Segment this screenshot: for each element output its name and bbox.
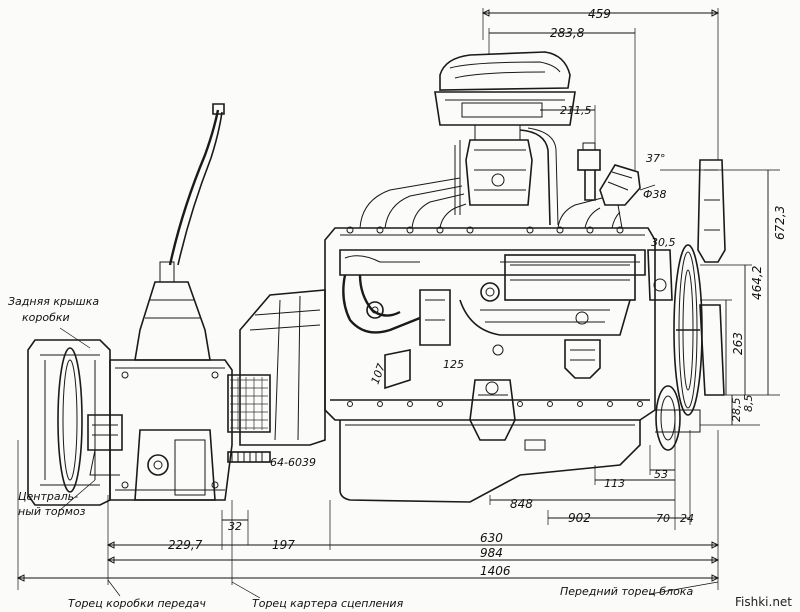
- carburetor: [454, 127, 559, 226]
- dim-848: 848: [510, 497, 533, 511]
- dim-phi-38: Ф38: [643, 188, 666, 201]
- dim-197: 197: [272, 538, 295, 552]
- oil-pan: [339, 420, 641, 503]
- dim-211-5: 211,5: [560, 104, 592, 117]
- dim-464-2: 464,2: [750, 266, 764, 300]
- dim-1406: 1406: [480, 564, 511, 578]
- label-central-brake-line2: ный тормоз: [18, 505, 86, 518]
- water-pump: [647, 249, 673, 301]
- label-gearbox-end: Торец коробки передач: [68, 597, 206, 610]
- block-flange-bolts: [330, 399, 650, 407]
- fan-blade: [697, 159, 726, 396]
- callout-labels: Задняя крышка коробки Централь- ный торм…: [8, 295, 792, 610]
- dim-283-8: 283,8: [550, 26, 585, 40]
- dim-53: 53: [654, 468, 668, 481]
- dimension-lines: [16, 8, 780, 599]
- distributor: [599, 164, 641, 229]
- gearbox-top-cover: [134, 261, 211, 361]
- label-rear-cover-line1: Задняя крышка: [8, 295, 99, 308]
- spark-plug-wires: [359, 177, 621, 229]
- dim-459: 459: [588, 7, 611, 21]
- dim-229-7: 229,7: [168, 538, 203, 552]
- dim-28-5: 28,5: [730, 398, 743, 423]
- dim-125: 125: [443, 358, 464, 371]
- dim-263: 263: [731, 332, 745, 355]
- label-central-brake-line1: Централь-: [18, 490, 78, 503]
- front-pulley: [673, 244, 703, 416]
- fuel-pump: [564, 311, 601, 379]
- oil-filter: [469, 379, 516, 441]
- watermark: Fishki.net: [735, 595, 792, 609]
- intake-manifold: [339, 249, 646, 301]
- dim-32: 32: [228, 520, 242, 533]
- air-filter: [434, 51, 576, 141]
- dimension-labels: 459 283,8 211,5 37° Ф38 30,5 672,3 464,2…: [168, 7, 787, 578]
- label-clutch-housing-end: Торец картера сцепления: [252, 597, 404, 610]
- dim-70: 70: [656, 512, 670, 525]
- head-bolts: [346, 226, 624, 234]
- dim-672-3: 672,3: [773, 206, 787, 240]
- dim-984: 984: [480, 546, 503, 560]
- dim-24: 24: [680, 512, 694, 525]
- label-rear-cover-line2: коробки: [22, 311, 70, 324]
- gear-shift-lever: [168, 103, 225, 266]
- dim-37-deg: 37°: [646, 152, 666, 165]
- brake-actuator: [87, 414, 123, 476]
- dim-630: 630: [480, 531, 503, 545]
- dim-8-5: 8,5: [742, 395, 755, 413]
- label-front-block-end: Передний торец блока: [560, 585, 693, 598]
- side-cover-plate: [384, 344, 504, 390]
- gearbox: [109, 359, 233, 501]
- engine-block: [324, 177, 656, 441]
- oil-filler-cap: [577, 142, 601, 201]
- part-number-label: 64-6039: [270, 456, 316, 469]
- clutch-housing: [227, 289, 326, 463]
- exhaust-manifold: [342, 274, 631, 346]
- dim-113: 113: [604, 477, 625, 490]
- dim-30-5: 30,5: [651, 236, 676, 249]
- central-brake-drum: [27, 339, 111, 506]
- dim-902: 902: [568, 511, 591, 525]
